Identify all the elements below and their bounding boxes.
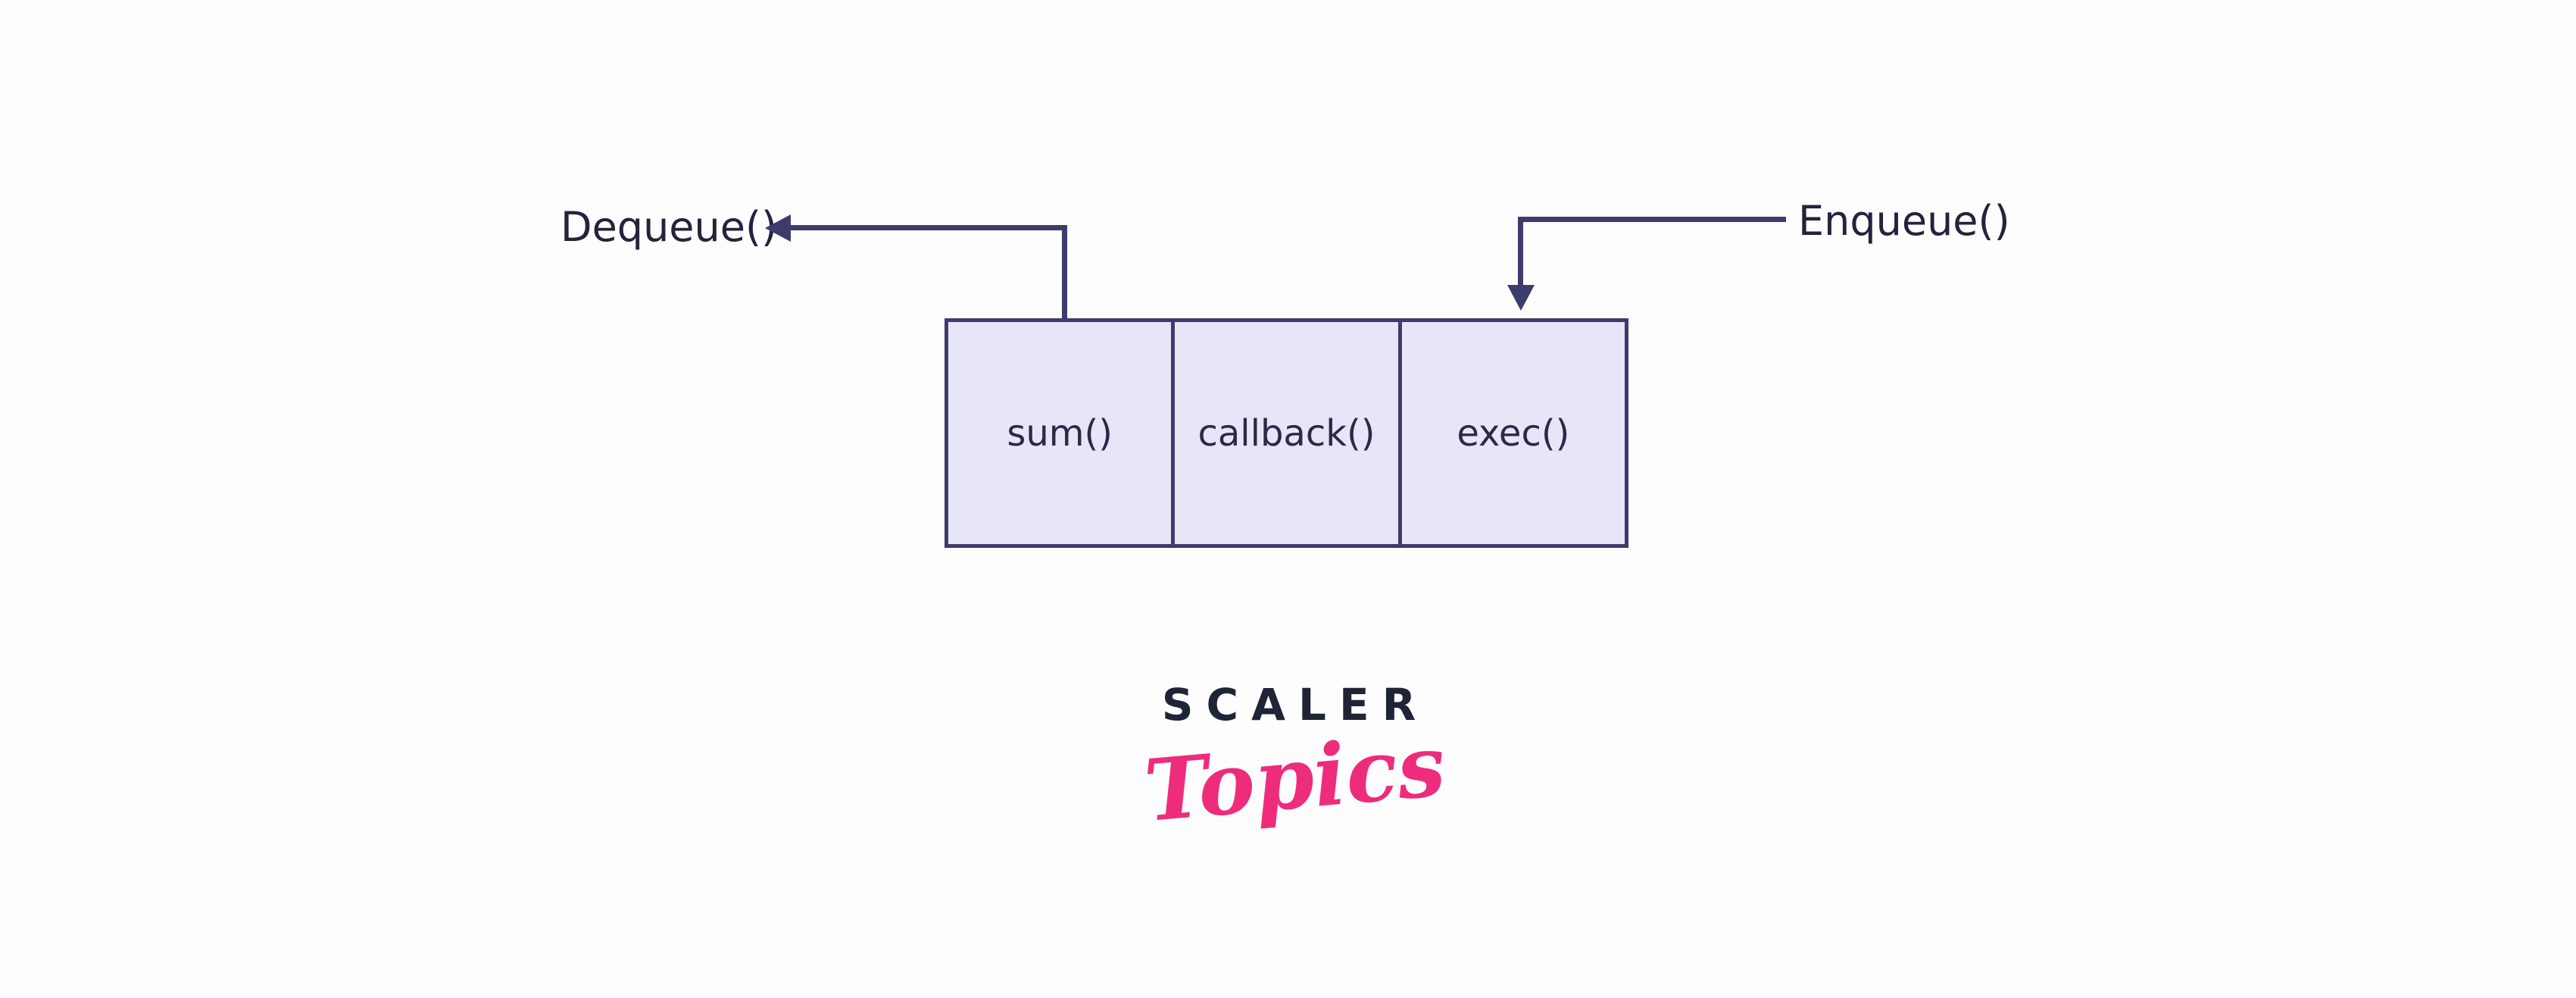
- arrow-down-icon: [1507, 285, 1535, 311]
- enqueue-connector-vertical: [1518, 217, 1523, 286]
- queue-cell-label: exec(): [1457, 411, 1570, 455]
- arrow-left-icon: [765, 214, 791, 242]
- queue-cell-label: callback(): [1197, 411, 1375, 455]
- queue-cell-label: sum(): [1007, 411, 1113, 455]
- dequeue-connector-vertical: [1062, 225, 1067, 321]
- logo-brand-text: SCALER: [1161, 679, 1429, 731]
- queue-cell-exec: exec(): [1397, 322, 1625, 544]
- scaler-topics-logo: SCALER Topics: [1136, 679, 1454, 841]
- dequeue-connector-horizontal: [789, 225, 1066, 230]
- queue-box: sum() callback() exec(): [945, 318, 1628, 548]
- dequeue-label: Dequeue(): [560, 203, 778, 251]
- enqueue-connector-horizontal: [1518, 217, 1786, 222]
- queue-cell-callback: callback(): [1171, 322, 1397, 544]
- queue-cell-sum: sum(): [948, 322, 1171, 544]
- logo-sub-text: Topics: [1141, 715, 1450, 842]
- enqueue-label: Enqueue(): [1798, 197, 2010, 245]
